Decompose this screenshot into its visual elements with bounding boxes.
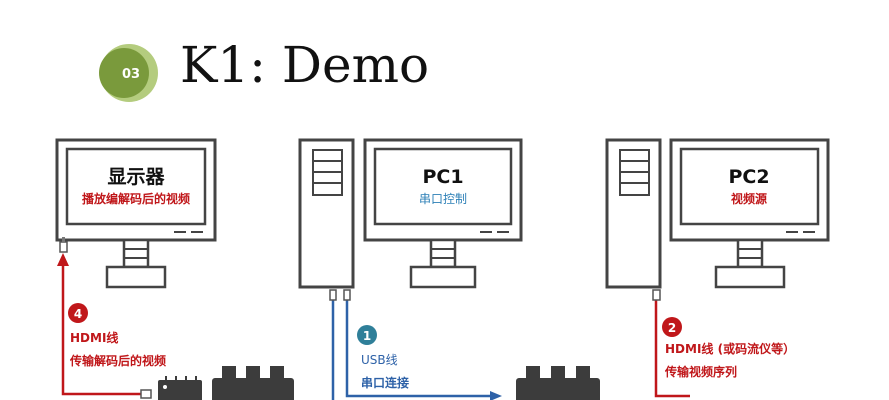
pc2-name: PC2: [728, 166, 769, 188]
pc1-neck: [429, 238, 457, 269]
slide-number-badge: 03: [99, 44, 158, 102]
step-1-badge: [357, 325, 377, 345]
pc1-tower: [298, 138, 355, 289]
dev-board-right: [516, 366, 600, 400]
badge-inner-circle: [99, 48, 149, 98]
hdmi-plug-icon: [59, 241, 68, 253]
pc1-base: [409, 265, 477, 289]
arrow-head-icon: [490, 391, 502, 400]
step-4-label: 4 HDMI线 传输解码后的视频: [68, 303, 166, 368]
pc1-case: [298, 138, 355, 289]
pc1-name: PC1: [422, 166, 463, 188]
cable-usb-serial: [329, 289, 502, 400]
step-1-line1: USB线: [361, 353, 398, 367]
cable-hdmi-video-source: [652, 289, 690, 398]
display-screen: [65, 147, 207, 226]
pc2-case: [605, 138, 662, 289]
step-4-line2: 传输解码后的视频: [69, 353, 166, 368]
step-4-line1: HDMI线: [70, 330, 118, 345]
pc2-screen: [679, 147, 820, 226]
board-chip: [158, 380, 202, 400]
dev-board-left: [158, 366, 294, 400]
pc2-caption: 视频源: [731, 191, 767, 206]
pc2-tower: [605, 138, 662, 289]
pc1-screen: [373, 147, 513, 226]
step-4-number: 4: [74, 307, 82, 321]
step-2-number: 2: [668, 321, 676, 335]
usb-plug-icon: [343, 289, 351, 301]
display-caption: 播放编解码后的视频: [82, 191, 190, 206]
step-2-line1: HDMI线 (或码流仪等）: [665, 341, 795, 356]
pc1-monitor: PC1 串口控制: [363, 138, 523, 289]
slide-number: 03: [122, 67, 140, 82]
pc2-base: [714, 265, 786, 289]
step-2-line2: 传输视频序列: [664, 364, 737, 379]
pc2-neck: [736, 238, 764, 269]
pc2-monitor: PC2 视频源: [669, 138, 830, 289]
step-2-label: 2 HDMI线 (或码流仪等） 传输视频序列: [662, 317, 795, 379]
step-1-number: 1: [363, 329, 371, 343]
display-base: [105, 265, 167, 289]
step-1-label: 1 USB线 串口连接: [357, 325, 409, 390]
step-2-badge: [662, 317, 682, 337]
slide-title: K1: Demo: [180, 36, 430, 94]
arrow-head-icon: [57, 253, 69, 266]
pc1-caption: 串口控制: [419, 192, 467, 206]
hdmi-plug-icon: [140, 389, 152, 399]
step-4-badge: [68, 303, 88, 323]
hdmi-plug-icon: [652, 289, 661, 301]
display-name: 显示器: [107, 166, 165, 188]
display-monitor: 显示器 播放编解码后的视频: [55, 138, 217, 289]
step-1-line2: 串口连接: [361, 375, 409, 390]
usb-plug-icon: [329, 289, 337, 301]
cable-hdmi-to-display: [57, 237, 152, 399]
display-neck: [122, 238, 150, 269]
